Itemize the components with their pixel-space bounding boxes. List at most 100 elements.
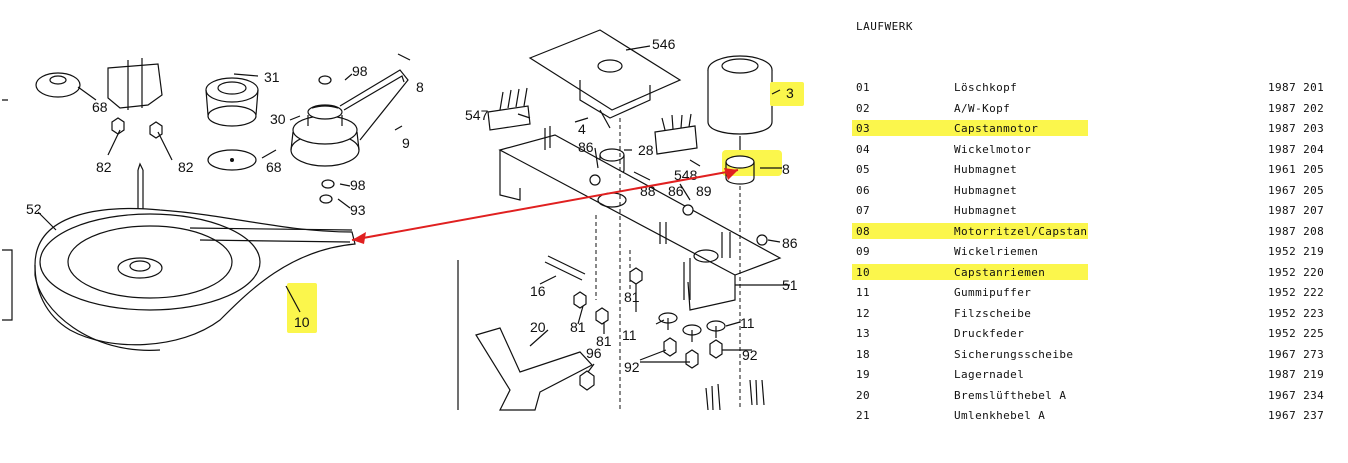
callout-82-a: 82 (96, 159, 112, 175)
callout-86-b: 86 (668, 183, 684, 199)
part-name: Umlenkhebel A (954, 409, 1046, 422)
part-number: 04 (856, 142, 871, 156)
part-name: Motorritzel/Capstan (954, 224, 1088, 238)
callout-10: 10 (294, 314, 310, 330)
part-name: Bremslüfthebel A (954, 388, 1067, 402)
part-number: 18 (856, 347, 871, 361)
part-name: Lagernadel (954, 368, 1025, 381)
callout-89: 89 (696, 183, 712, 199)
callout-16: 16 (530, 283, 546, 299)
part-code: 1961 205 (1268, 163, 1325, 176)
chassis-plate (498, 134, 782, 276)
highlight-marker (852, 120, 1088, 136)
part-number: 08 (856, 224, 871, 238)
part-name: Löschkopf (954, 81, 1018, 94)
part-code: 1952 222 (1268, 286, 1325, 299)
part-number: 19 (856, 368, 871, 381)
callout-92-a: 92 (624, 359, 640, 375)
part-code: 1987 202 (1268, 101, 1325, 115)
part-name: Filzscheibe (954, 306, 1032, 320)
callout-547: 547 (465, 107, 489, 123)
parts-list-row: 20 Bremslüfthebel A 1967 234 (838, 386, 1348, 406)
part-code: 1952 220 (1268, 265, 1325, 279)
parts-list-row: 12 Filzscheibe 1952 223 (838, 304, 1348, 324)
parts-list-row: 03 Capstanmotor 1987 203 (838, 119, 1348, 139)
callout-68-b: 68 (266, 159, 282, 175)
part-name: Capstanriemen (954, 265, 1046, 279)
part-name: Hubmagnet (954, 204, 1018, 217)
callout-96: 96 (586, 345, 602, 361)
part-code: 1987 203 (1268, 122, 1325, 135)
callout-9: 9 (402, 135, 410, 151)
part-code: 1987 201 (1268, 81, 1325, 94)
felt-disc-top (35, 72, 81, 98)
callout-81-a: 81 (570, 319, 586, 335)
part-name: Gummipuffer (954, 286, 1032, 299)
part-code: 1952 219 (1268, 245, 1325, 258)
part-code: 1967 237 (1268, 409, 1325, 422)
callout-98-a: 98 (352, 63, 368, 79)
callout-8-left: 8 (416, 79, 424, 95)
part-number: 13 (856, 327, 871, 340)
callout-3: 3 (786, 85, 794, 101)
part-code: 1987 208 (1268, 224, 1325, 238)
callout-68-a: 68 (92, 99, 108, 115)
part-number: 06 (856, 183, 871, 197)
part-code: 1987 219 (1268, 368, 1325, 381)
parts-list-row: 01 Löschkopf 1987 201 (838, 78, 1348, 98)
callout-28: 28 (638, 142, 654, 158)
parts-list-row: 04 Wickelmotor 1987 204 (838, 140, 1348, 160)
parts-list: LAUFWERK 01 Löschkopf 1987 201 02 A/W-Kopf 19… (838, 0, 1348, 463)
part-name: Hubmagnet (954, 183, 1018, 197)
part-number: 05 (856, 163, 871, 176)
callout-81-b: 81 (596, 333, 612, 349)
callout-86-c: 86 (782, 235, 798, 251)
part-name: Wickelriemen (954, 245, 1039, 258)
callout-81-c: 81 (624, 289, 640, 305)
parts-list-row: 18 Sicherungsscheibe 1967 273 (838, 345, 1348, 365)
callout-51: 51 (782, 277, 798, 293)
callout-11-a: 11 (622, 327, 637, 343)
part-name: A/W-Kopf (954, 101, 1011, 115)
parts-list-row: 06 Hubmagnet 1967 205 (838, 181, 1348, 201)
parts-list-row: 08 Motorritzel/Capstan 1987 208 (838, 222, 1348, 242)
parts-list-title: LAUFWERK (856, 20, 913, 33)
part-number: 02 (856, 101, 871, 115)
part-number: 21 (856, 409, 871, 422)
callout-82-b: 82 (178, 159, 194, 175)
callout-52: 52 (26, 201, 42, 217)
callout-546: 546 (652, 36, 676, 52)
part-code: 1987 204 (1268, 142, 1325, 156)
part-code: 1967 273 (1268, 347, 1325, 361)
callout-11-b: 11 (740, 315, 755, 331)
right-panel: 546 547 4 86 28 548 88 86 89 3 8 86 16 8… (457, 29, 804, 411)
part-code: 1967 205 (1268, 183, 1325, 197)
part-code: 1952 223 (1268, 306, 1325, 320)
callout-8-right: 8 (782, 161, 790, 177)
part-number: 03 (856, 122, 871, 135)
parts-list-row: 19 Lagernadel 1987 219 (838, 365, 1348, 385)
callout-86-a: 86 (578, 139, 594, 155)
part-name: Hubmagnet (954, 163, 1018, 176)
part-number: 01 (856, 81, 871, 94)
part-name: Capstanmotor (954, 122, 1039, 135)
parts-list-row: 05 Hubmagnet 1961 205 (838, 160, 1348, 180)
part-name: Wickelmotor (954, 142, 1032, 156)
parts-list-row: 02 A/W-Kopf 1987 202 (838, 99, 1348, 119)
part-name: Sicherungsscheibe (954, 347, 1074, 361)
part-code: 1987 207 (1268, 204, 1325, 217)
exploded-view-diagram: 68 82 82 31 98 8 30 9 68 98 93 52 10 (2, 29, 804, 411)
part-name: Druckfeder (954, 327, 1025, 340)
part-code: 1967 234 (1268, 388, 1325, 402)
callout-92-b: 92 (742, 347, 758, 363)
part-number: 20 (856, 388, 871, 402)
part-code: 1952 225 (1268, 327, 1325, 340)
part-number: 12 (856, 306, 871, 320)
callout-20: 20 (530, 319, 546, 335)
red-arrow (351, 168, 739, 244)
callout-30: 30 (270, 111, 286, 127)
